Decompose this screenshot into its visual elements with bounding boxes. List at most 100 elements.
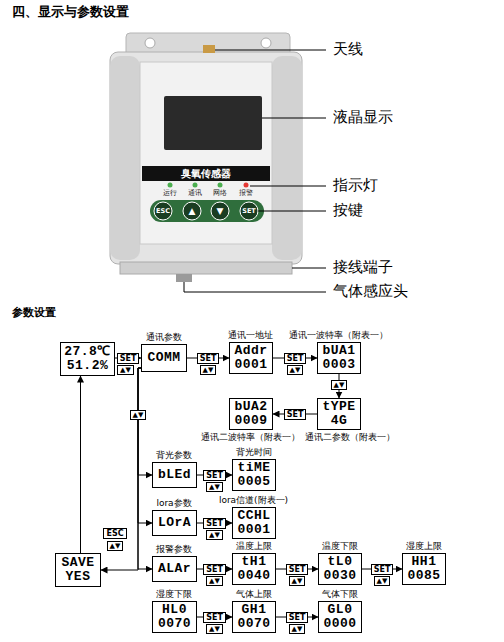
- button: [183, 202, 201, 220]
- key-label: SET: [284, 353, 307, 364]
- segment-text: GH1: [242, 603, 267, 617]
- segment-text: 0005: [237, 475, 270, 489]
- lcd-box: bUA20009通讯二波特率（附表一）: [229, 398, 273, 430]
- segment-text: 0030: [323, 569, 356, 583]
- key-label: SET: [286, 564, 309, 575]
- key-label: SET: [197, 353, 220, 364]
- lcd-box: 背光参数bLEd: [152, 462, 197, 488]
- box-heading: 通讯二波特率（附表一）: [201, 432, 300, 443]
- indicator-led: [218, 183, 223, 188]
- lcd-box: 通讯一波特率（附表一）bUA10003: [317, 342, 361, 374]
- box-heading: 背光参数: [156, 450, 192, 461]
- key-hint: ▲▼: [130, 410, 147, 420]
- box-heading: 湿度上限: [406, 541, 442, 552]
- box-heading: 通讯二参数（附表一）: [305, 432, 395, 443]
- segment-text: 0085: [407, 569, 440, 583]
- button-label: ▲: [189, 206, 196, 216]
- lcd-box: SAVEYES: [55, 553, 101, 587]
- segment-text: 0009: [234, 414, 267, 428]
- segment-text: CCHL: [237, 509, 270, 523]
- key-hint: ▲▼: [287, 365, 304, 375]
- key-label: SET: [203, 470, 226, 481]
- segment-text: tYPE: [322, 400, 355, 414]
- led-label: 网络: [213, 189, 227, 197]
- housing-rail: [110, 56, 140, 260]
- box-heading: 背光时间: [236, 447, 272, 458]
- key-label: SET: [371, 564, 394, 575]
- lcd-box: 温度上限tH10040: [232, 553, 276, 585]
- key-hint: ▲▼: [331, 380, 348, 390]
- lcd-box: 通讯参数COMM: [141, 344, 187, 372]
- segment-text: 0070: [158, 617, 191, 631]
- segment-text: bUA2: [234, 400, 267, 414]
- leader-line: [292, 268, 326, 269]
- lcd-box: lora信道(附表一)CCHL0001: [232, 507, 276, 539]
- segment-text: tH1: [242, 555, 267, 569]
- box-heading: 报警参数: [156, 544, 192, 555]
- indicator-led: [168, 183, 173, 188]
- gas-sensor-head: [176, 274, 192, 282]
- lcd-box: 气体上限GH10070: [232, 601, 276, 633]
- lcd-box: 背光时间tiME0005: [232, 459, 276, 491]
- segment-text: Addr: [234, 344, 267, 358]
- segment-text: 4G: [331, 414, 348, 428]
- button: [154, 202, 172, 220]
- segment-text: tiME: [237, 461, 270, 475]
- housing-rail: [272, 56, 302, 260]
- leader-line: [184, 282, 326, 292]
- button-label: ▼: [217, 206, 224, 216]
- segment-text: HL0: [162, 603, 187, 617]
- led-label: 运行: [163, 189, 177, 197]
- box-heading: 气体上限: [236, 589, 272, 600]
- led-label: 报警: [239, 189, 253, 197]
- housing: [110, 52, 302, 264]
- segment-text: GL0: [328, 603, 353, 617]
- key-hint: ▲▼: [289, 576, 306, 586]
- segment-text: 27.8℃: [64, 345, 111, 359]
- box-heading: 湿度下限: [156, 589, 192, 600]
- segment-text: 51.2%: [67, 359, 109, 373]
- led-label: 通讯: [188, 189, 202, 197]
- name-band: [142, 166, 270, 181]
- flow-arrow: [101, 368, 141, 570]
- flow-arrow: [138, 368, 152, 475]
- box-heading: 通讯一波特率（附表一）: [289, 330, 388, 341]
- segment-text: COMM: [147, 351, 180, 365]
- box-heading: 温度上限: [236, 541, 272, 552]
- key-hint: ▲▼: [289, 624, 306, 634]
- button-label: SET: [242, 207, 256, 215]
- segment-text: YES: [66, 570, 91, 584]
- lcd-box: lora参数LOrA: [152, 510, 197, 536]
- segment-text: SAVE: [61, 556, 94, 570]
- segment-text: 0000: [323, 617, 356, 631]
- box-heading: lora信道(附表一): [219, 495, 288, 506]
- button: [240, 202, 258, 220]
- leader-line: [262, 118, 326, 119]
- lcd-box: 湿度下限HL00070: [152, 601, 197, 633]
- box-heading: lora参数: [156, 498, 191, 509]
- key-hint: ▲▼: [117, 365, 134, 375]
- mount-hole: [261, 38, 271, 48]
- callout-label: 指示灯: [333, 177, 378, 194]
- key-label: SET: [203, 564, 226, 575]
- lcd-box: 报警参数ALAr: [152, 556, 197, 582]
- segment-text: 0001: [237, 523, 270, 537]
- leader-line: [215, 50, 326, 51]
- callout-label: 接线端子: [333, 259, 393, 276]
- indicator-led: [244, 183, 249, 188]
- lcd-box: 通讯一地址Addr0001: [229, 342, 273, 374]
- box-heading: 温度下限: [322, 541, 358, 552]
- lcd-box: 温度下限tL00030: [318, 553, 362, 585]
- callout-label: 天线: [333, 41, 363, 58]
- button-label: ESC: [156, 207, 170, 215]
- leader-line: [250, 186, 326, 187]
- segment-text: 0070: [237, 617, 270, 631]
- callout-label: 液晶显示: [333, 109, 393, 126]
- key-hint: ▲▼: [206, 576, 223, 586]
- lcd-box: 湿度上限HH10085: [402, 553, 446, 585]
- front-panel: [140, 62, 272, 244]
- lcd-box: 气体下限GL00000: [318, 601, 362, 633]
- flow-arrow: [80, 376, 81, 553]
- key-label: SET: [286, 612, 309, 623]
